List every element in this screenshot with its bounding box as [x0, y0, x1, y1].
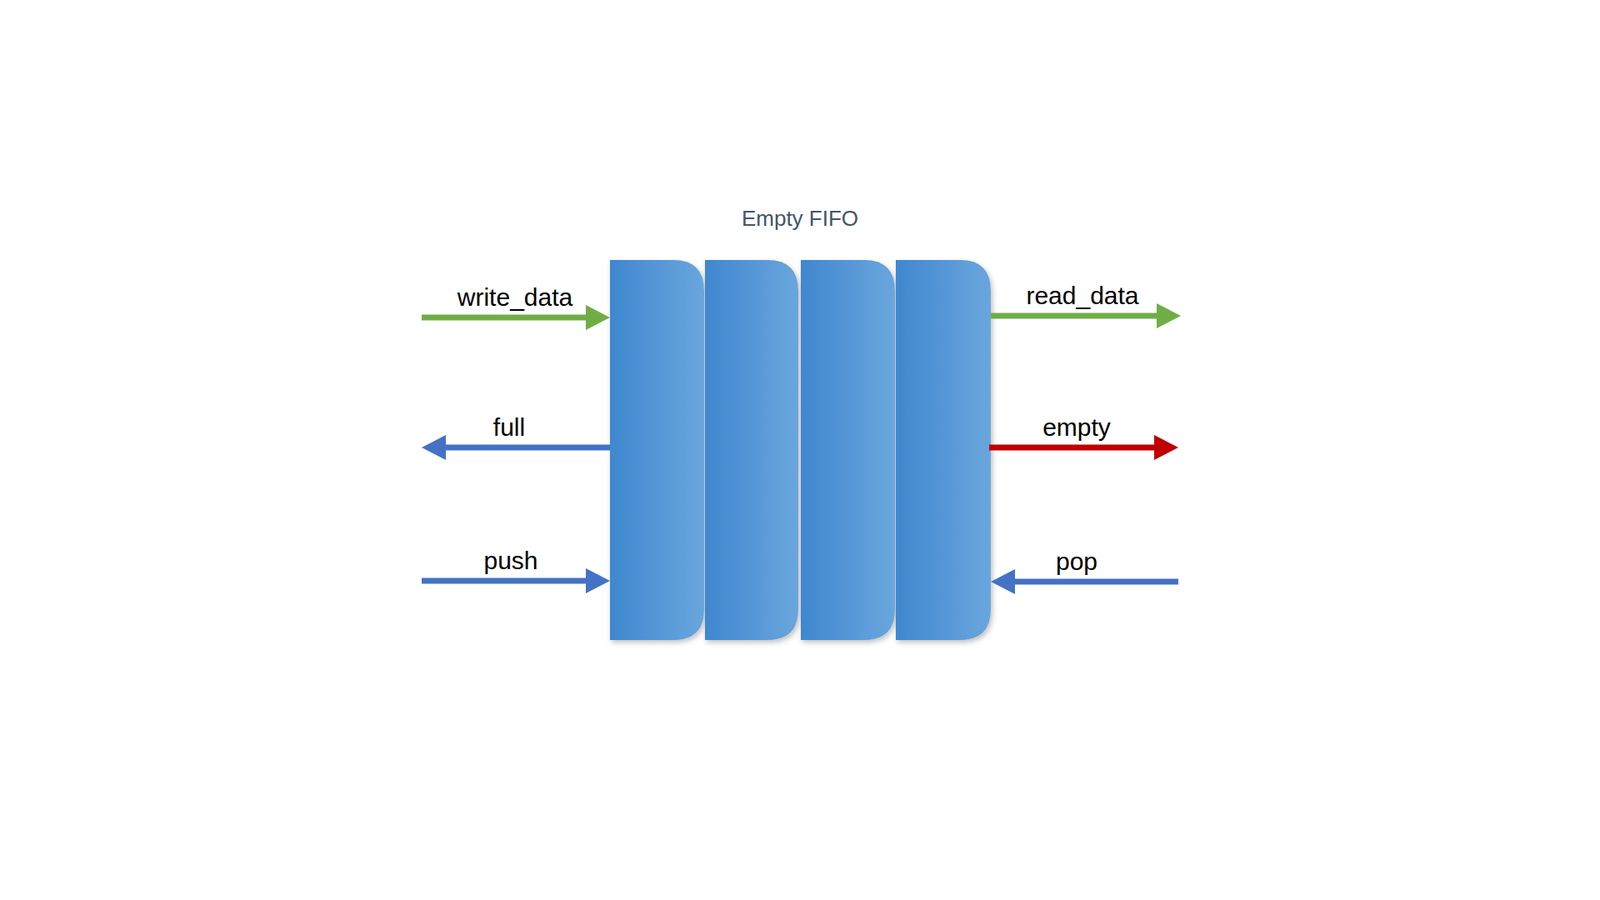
signal-arrow [421, 578, 589, 585]
diagram-title: Empty FIFO [741, 206, 859, 231]
signal-arrow [1013, 579, 1179, 585]
arrow-head [421, 435, 446, 460]
signal-name: push [483, 546, 538, 575]
arrow-head [990, 569, 1015, 595]
signal-arrow [990, 313, 1160, 320]
signal-name: write_data [457, 283, 573, 311]
signal-arrow [445, 445, 610, 451]
fifo-slot [610, 260, 705, 640]
signal-arrow [989, 445, 1157, 451]
signal-name: full [493, 413, 525, 441]
fifo-slot [705, 260, 799, 640]
signal-name: pop [1055, 547, 1098, 575]
fifo-slot [895, 260, 991, 640]
signal-name: read_data [1025, 281, 1139, 310]
fifo-slot [800, 260, 895, 640]
arrow-head [1154, 435, 1179, 460]
signal-arrow [421, 315, 589, 321]
arrow-head [585, 305, 610, 330]
arrow-head [585, 568, 610, 594]
arrow-head [1156, 303, 1181, 329]
signal-name: empty [1042, 413, 1111, 441]
